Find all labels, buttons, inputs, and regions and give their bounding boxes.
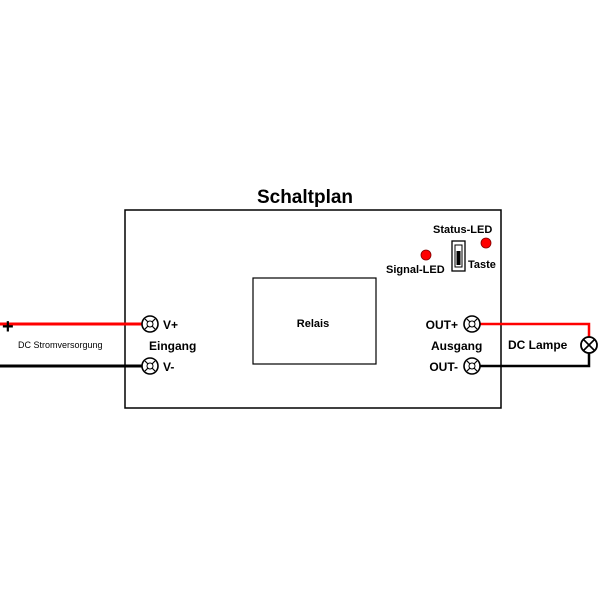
button-label: Taste (468, 259, 496, 271)
terminal-v-plus-icon (141, 315, 159, 333)
output-group-label: Ausgang (431, 339, 482, 353)
positive-output-wire (478, 322, 591, 337)
relay-block (252, 277, 377, 365)
source-label: DC Stromversorgung (18, 340, 103, 350)
diagram-title: Schaltplan (257, 187, 353, 208)
button-switch-icon (451, 240, 466, 272)
terminal-out-plus-icon (463, 315, 481, 333)
terminal-v-minus-icon (141, 357, 159, 375)
minus-sign: - (4, 352, 11, 377)
relay-label: Relais (297, 318, 329, 330)
input-group-label: Eingang (149, 339, 196, 353)
signal-led-icon (420, 249, 432, 261)
terminal-out-minus-label: OUT- (429, 360, 458, 374)
negative-output-wire (478, 353, 591, 368)
terminal-v-minus-label: V- (163, 360, 174, 374)
terminal-v-plus-label: V+ (163, 318, 178, 332)
status-led-label: Status-LED (433, 224, 492, 236)
load-label: DC Lampe (508, 338, 568, 352)
terminal-out-minus-icon (463, 357, 481, 375)
status-led-icon (480, 237, 492, 249)
signal-led-label: Signal-LED (386, 264, 445, 276)
lamp-icon (580, 336, 598, 354)
plus-sign: + (2, 316, 14, 338)
terminal-out-plus-label: OUT+ (426, 318, 458, 332)
